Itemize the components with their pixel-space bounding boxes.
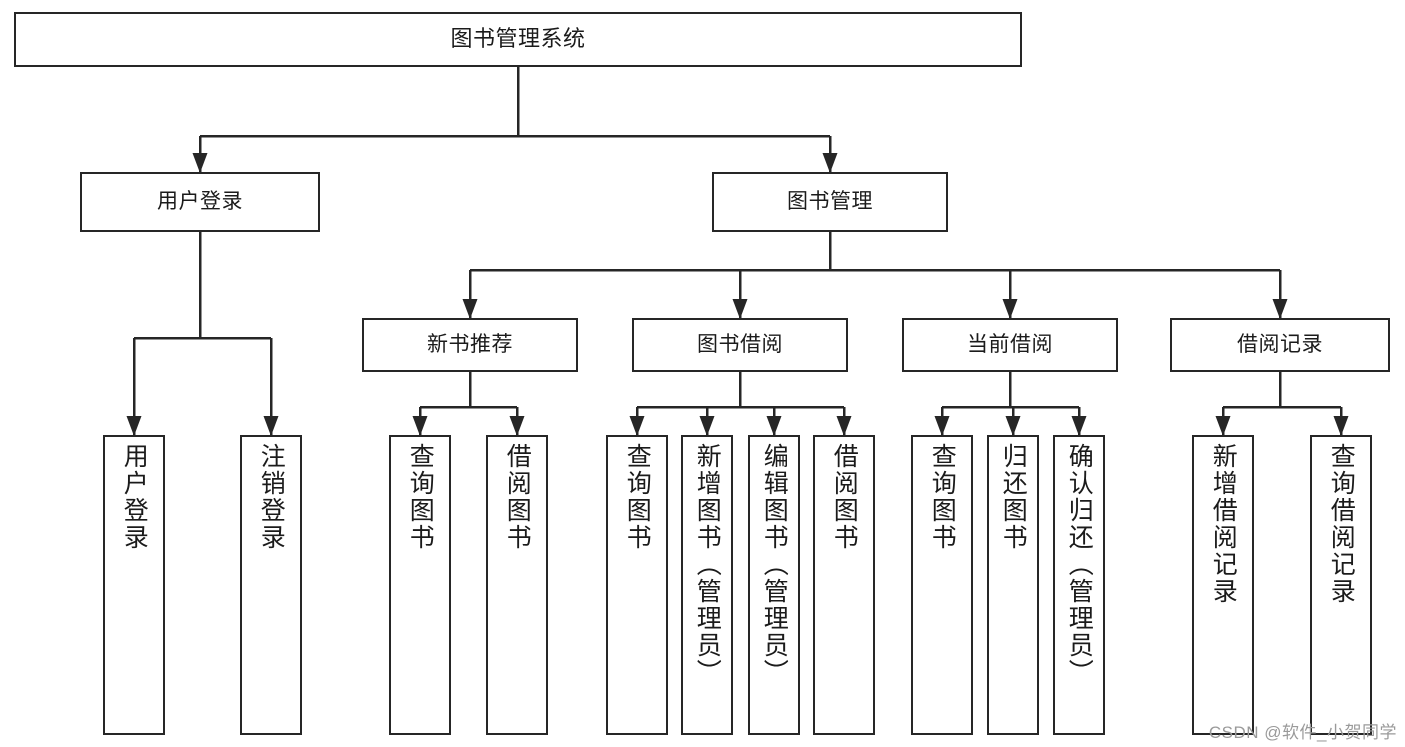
watermark: CSDN @软件_小贺同学 <box>1208 723 1397 742</box>
node-label-borrow-book-recommend: 借阅图书 <box>503 443 532 551</box>
node-label-add-book-admin: 新增图书（管理员） <box>693 443 722 686</box>
node-query-book-borrow[interactable]: 查询图书 <box>606 435 668 735</box>
node-user-login[interactable]: 用户登录 <box>80 172 320 232</box>
node-borrow-book-recommend[interactable]: 借阅图书 <box>486 435 548 735</box>
node-edit-book-admin[interactable]: 编辑图书（管理员） <box>748 435 800 735</box>
node-label-query-borrow-record: 查询借阅记录 <box>1327 443 1356 605</box>
node-label-borrow-book-borrow: 借阅图书 <box>830 443 859 551</box>
node-label-return-book: 归还图书 <box>999 443 1028 551</box>
node-label-query-book-borrow: 查询图书 <box>623 443 652 551</box>
node-label-user-login-do: 用户登录 <box>120 443 149 551</box>
node-label-confirm-return-admin: 确认归还（管理员） <box>1065 443 1094 686</box>
node-label-query-book-recommend: 查询图书 <box>406 443 435 551</box>
node-query-book-current[interactable]: 查询图书 <box>911 435 973 735</box>
node-book-borrow[interactable]: 图书借阅 <box>632 318 848 372</box>
node-label-add-borrow-record: 新增借阅记录 <box>1209 443 1238 605</box>
node-book-management[interactable]: 图书管理 <box>712 172 948 232</box>
node-label-new-book-recommend: 新书推荐 <box>427 333 513 357</box>
node-label-user-login: 用户登录 <box>157 190 243 214</box>
node-new-book-recommend[interactable]: 新书推荐 <box>362 318 578 372</box>
node-label-root: 图书管理系统 <box>450 26 586 52</box>
node-label-book-management: 图书管理 <box>787 190 873 214</box>
node-borrow-book-borrow[interactable]: 借阅图书 <box>813 435 875 735</box>
node-label-borrow-records: 借阅记录 <box>1237 333 1323 357</box>
node-query-book-recommend[interactable]: 查询图书 <box>389 435 451 735</box>
node-label-user-logout: 注销登录 <box>257 443 286 551</box>
node-root[interactable]: 图书管理系统 <box>14 12 1022 67</box>
node-label-current-borrow: 当前借阅 <box>967 333 1053 357</box>
node-borrow-records[interactable]: 借阅记录 <box>1170 318 1390 372</box>
node-add-borrow-record[interactable]: 新增借阅记录 <box>1192 435 1254 735</box>
node-current-borrow[interactable]: 当前借阅 <box>902 318 1118 372</box>
node-user-logout[interactable]: 注销登录 <box>240 435 302 735</box>
node-user-login-do[interactable]: 用户登录 <box>103 435 165 735</box>
node-return-book[interactable]: 归还图书 <box>987 435 1039 735</box>
node-confirm-return-admin[interactable]: 确认归还（管理员） <box>1053 435 1105 735</box>
node-label-book-borrow: 图书借阅 <box>697 333 783 357</box>
node-query-borrow-record[interactable]: 查询借阅记录 <box>1310 435 1372 735</box>
node-label-edit-book-admin: 编辑图书（管理员） <box>760 443 789 686</box>
node-label-query-book-current: 查询图书 <box>928 443 957 551</box>
node-add-book-admin[interactable]: 新增图书（管理员） <box>681 435 733 735</box>
